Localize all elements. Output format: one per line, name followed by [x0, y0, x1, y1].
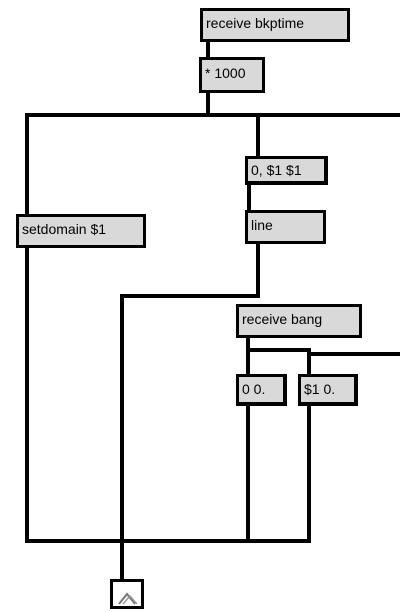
zero-pair-message[interactable]: 0, $1 $1	[245, 156, 328, 185]
multiply-1000-object[interactable]: * 1000	[199, 57, 265, 93]
dollar-zero-message[interactable]: $1 0.	[298, 374, 358, 406]
receive-bkptime-object[interactable]: receive bkptime	[200, 8, 350, 42]
receive-bang-object[interactable]: receive bang	[236, 304, 362, 338]
bang-button[interactable]	[110, 579, 144, 609]
zero-zero-message[interactable]: 0 0.	[236, 374, 287, 406]
setdomain-object[interactable]: setdomain $1	[16, 214, 146, 248]
line-object[interactable]: line	[245, 210, 326, 244]
bang-icon	[118, 592, 138, 605]
